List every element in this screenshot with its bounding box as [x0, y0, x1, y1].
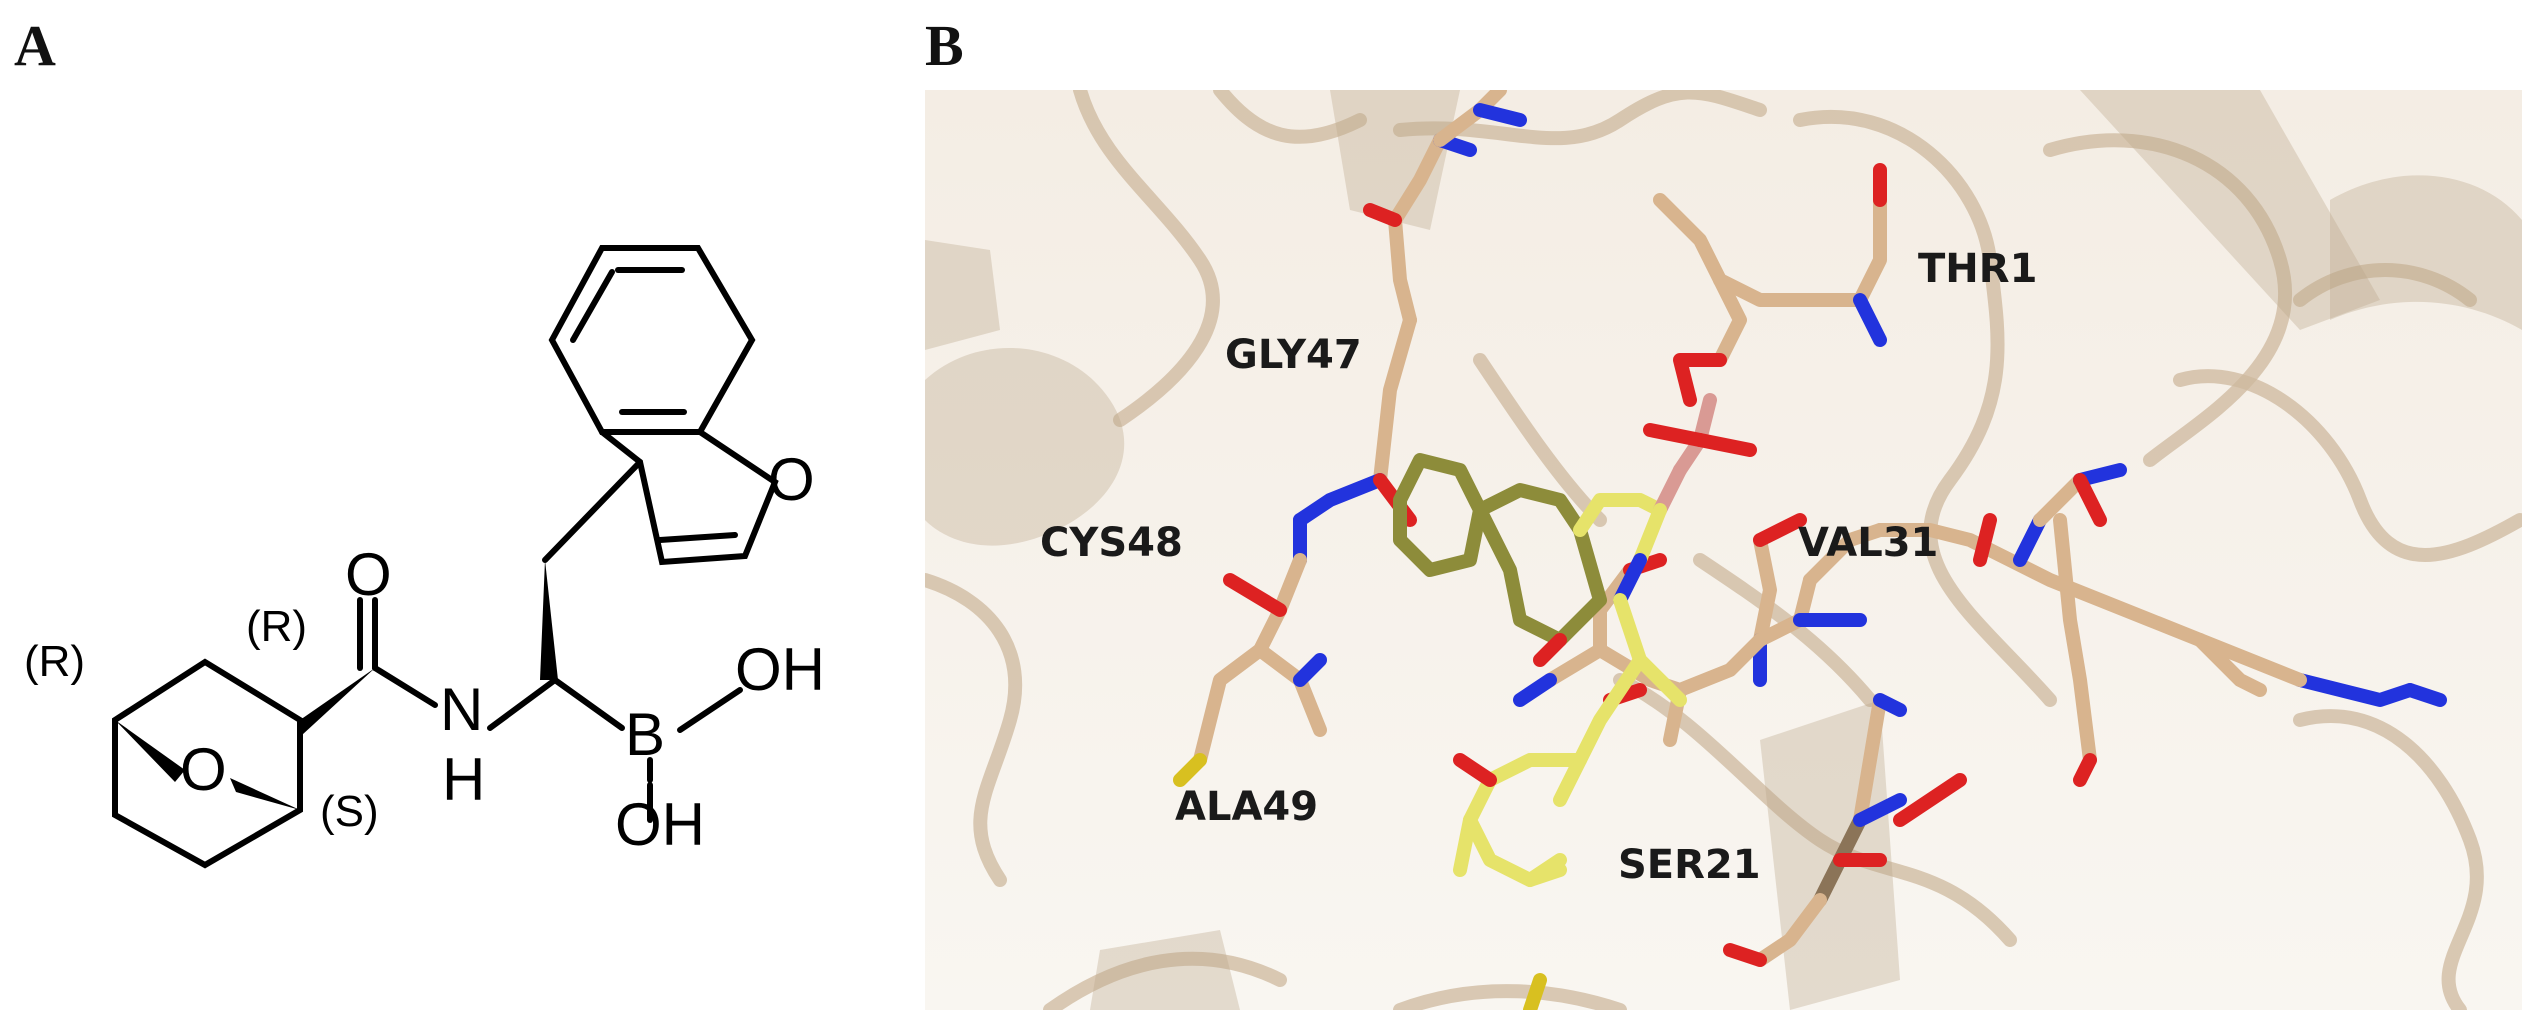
wedge-bond	[115, 720, 185, 782]
wedge-bond	[300, 668, 375, 735]
residue-labels: GLY47 THR1 CYS48 VAL31 ALA49 SER21	[1040, 246, 2037, 888]
chemical-structure: O N H B OH OH O O (R) (R) (S)	[24, 245, 825, 869]
ligand-sticks	[1393, 393, 1757, 887]
bridge-oxygen: O	[180, 736, 227, 803]
residue-label-val31: VAL31	[1798, 520, 1938, 566]
panel-b-label: B	[925, 13, 964, 78]
amide-nitrogen: N	[440, 676, 483, 743]
residue-label-ser21: SER21	[1618, 842, 1761, 888]
stereo-label-left: (R)	[24, 637, 85, 686]
residue-label-thr1: THR1	[1918, 246, 2037, 292]
wedge-bond	[540, 560, 558, 680]
panel-a-label: A	[14, 13, 56, 78]
residue-label-gly47: GLY47	[1225, 332, 1362, 378]
residue-label-ala49: ALA49	[1175, 784, 1318, 830]
furan-oxygen: O	[768, 446, 815, 513]
residue-label-cys48: CYS48	[1040, 520, 1183, 566]
protein-cartoon	[925, 90, 2522, 1010]
boronic-hydroxyl-bottom: OH	[615, 791, 705, 858]
residue-sticks	[1173, 90, 2447, 1010]
stereo-label-top: (R)	[246, 602, 307, 651]
carbonyl-oxygen: O	[345, 541, 392, 608]
boronic-hydroxyl-right: OH	[735, 636, 825, 703]
amide-hydrogen: H	[442, 746, 485, 813]
wedge-bond	[230, 778, 300, 810]
stereo-label-bottom: (S)	[320, 787, 379, 836]
boron-atom: B	[625, 701, 665, 768]
structure-scene: GLY47 THR1 CYS48 VAL31 ALA49 SER21	[925, 90, 2522, 1010]
